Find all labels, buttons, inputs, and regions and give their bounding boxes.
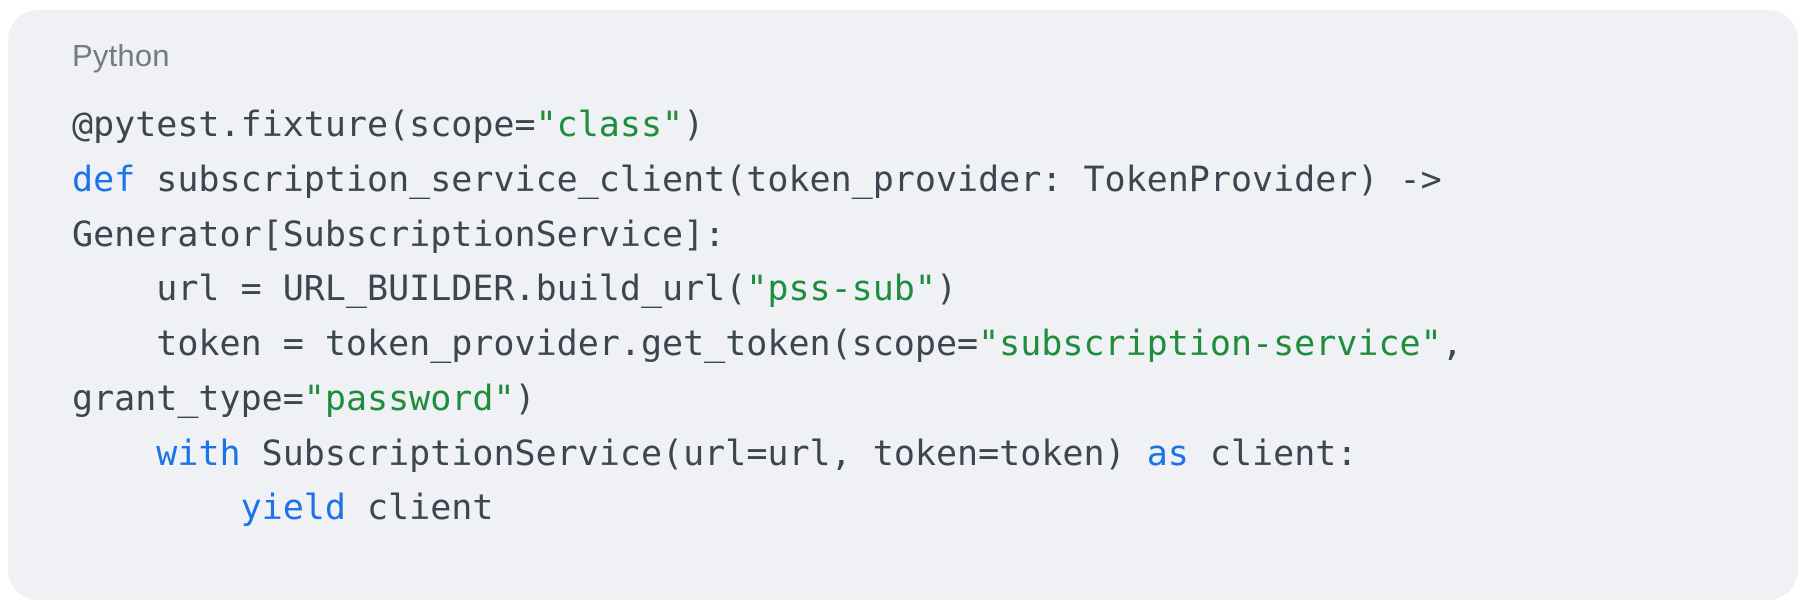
code-token-keyword: with xyxy=(156,433,241,474)
code-block-card: Python @pytest.fixture(scope="class")def… xyxy=(8,10,1798,600)
code-token-plain: , xyxy=(1441,324,1463,364)
language-label: Python xyxy=(72,38,170,73)
code-line: with SubscriptionService(url=url, token=… xyxy=(72,427,1734,482)
code-token-keyword: def xyxy=(72,159,136,200)
code-token-plain: SubscriptionService(url=url, token=token… xyxy=(240,433,1147,474)
code-token-plain: subscription_service_client(token_provid… xyxy=(135,159,1442,200)
code-token-keyword: as xyxy=(1146,433,1189,474)
code-line: token = token_provider.get_token(scope="… xyxy=(72,317,1734,372)
code-token-plain: ) xyxy=(683,105,705,145)
code-token-plain: grant_type= xyxy=(72,378,304,419)
code-token-string: "password" xyxy=(303,378,515,419)
code-content: @pytest.fixture(scope="class")def subscr… xyxy=(72,98,1734,536)
code-line: @pytest.fixture(scope="class") xyxy=(72,98,1734,153)
code-token-plain xyxy=(72,434,156,474)
code-line: Generator[SubscriptionService]: xyxy=(72,208,1734,263)
code-token-plain: token = token_provider.get_token(scope= xyxy=(72,324,979,364)
code-token-string: "pss-sub" xyxy=(746,269,936,310)
code-token-plain: @pytest.fixture(scope= xyxy=(72,105,536,145)
code-token-plain: Generator[SubscriptionService]: xyxy=(72,214,726,255)
code-line: yield client xyxy=(72,481,1734,536)
code-line: grant_type="password") xyxy=(72,372,1734,427)
code-token-plain xyxy=(72,488,241,528)
code-token-keyword: yield xyxy=(240,488,346,529)
code-token-plain: client: xyxy=(1188,433,1358,474)
code-token-plain: ) xyxy=(514,378,536,419)
code-line: def subscription_service_client(token_pr… xyxy=(72,153,1734,208)
code-token-string: "subscription-service" xyxy=(978,324,1442,364)
code-token-plain: url = URL_BUILDER.build_url( xyxy=(72,269,747,310)
code-token-string: "class" xyxy=(535,105,684,145)
code-token-plain: ) xyxy=(935,269,958,310)
code-token-plain: client xyxy=(345,488,494,529)
code-line: url = URL_BUILDER.build_url("pss-sub") xyxy=(72,262,1734,317)
